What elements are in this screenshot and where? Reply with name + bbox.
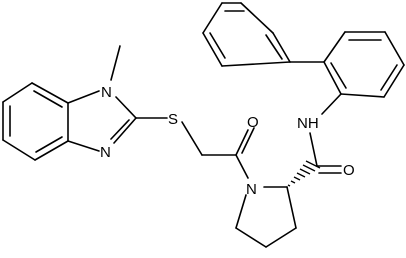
bond bbox=[110, 119, 130, 140]
bond bbox=[202, 32, 223, 67]
bond bbox=[115, 96, 137, 119]
bond bbox=[221, 61, 291, 67]
bond bbox=[384, 31, 405, 66]
atom-n-pyrrolidine: N bbox=[246, 181, 257, 198]
atom-labels: N N S O N NH O bbox=[100, 84, 355, 198]
bond bbox=[321, 93, 342, 115]
bond bbox=[235, 129, 249, 156]
bond bbox=[67, 140, 100, 152]
biphenyl-group bbox=[202, 2, 405, 98]
bond bbox=[323, 31, 346, 63]
bond bbox=[340, 93, 385, 98]
bond bbox=[202, 2, 223, 34]
bond bbox=[35, 136, 63, 153]
bond bbox=[2, 139, 36, 161]
bond bbox=[31, 82, 69, 104]
bond bbox=[34, 140, 69, 161]
bond bbox=[265, 227, 297, 248]
bond bbox=[330, 62, 347, 89]
bond bbox=[309, 132, 318, 167]
thioacetyl-linker bbox=[135, 117, 255, 179]
bond bbox=[265, 34, 283, 60]
atom-oxygen-ketone: O bbox=[247, 114, 259, 131]
bond bbox=[235, 154, 249, 179]
carboxamide-group bbox=[309, 93, 342, 174]
benzimidazole-ring bbox=[2, 45, 137, 161]
bond bbox=[181, 121, 203, 156]
bond bbox=[383, 64, 405, 98]
pyrrolidine-ring bbox=[235, 160, 321, 248]
atom-n-imine: N bbox=[100, 144, 111, 161]
bond bbox=[240, 2, 274, 34]
bond bbox=[110, 45, 121, 81]
bond bbox=[2, 82, 33, 103]
bond bbox=[67, 90, 100, 104]
atom-oxygen-amide: O bbox=[343, 162, 355, 179]
bond bbox=[323, 61, 342, 95]
bond bbox=[235, 227, 267, 248]
bond bbox=[380, 64, 398, 91]
bond bbox=[241, 127, 255, 154]
bond bbox=[33, 90, 63, 108]
bond bbox=[113, 117, 137, 144]
atom-nh-amide: NH bbox=[297, 115, 319, 132]
hashed-wedge-bond bbox=[287, 160, 321, 187]
bond bbox=[286, 186, 297, 229]
bond bbox=[235, 194, 247, 229]
atom-n-methyl: N bbox=[101, 84, 112, 101]
bond bbox=[209, 32, 226, 59]
bond bbox=[272, 32, 291, 63]
atom-sulfur: S bbox=[168, 111, 178, 128]
